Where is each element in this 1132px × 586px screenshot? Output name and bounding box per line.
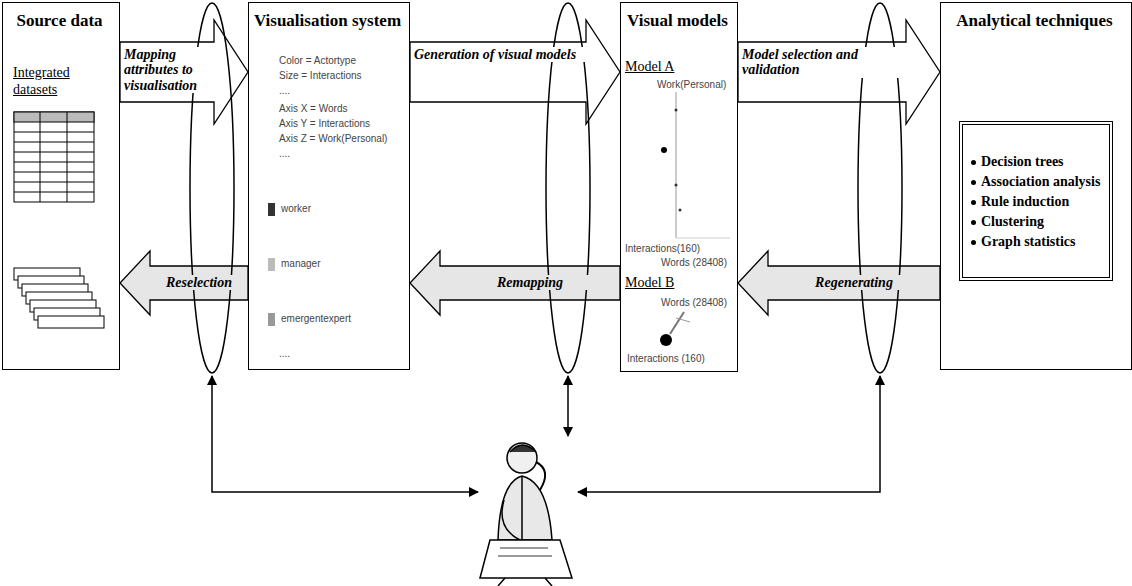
user-link bbox=[567, 376, 569, 436]
table-icon bbox=[14, 112, 94, 202]
arrow-label: Remapping bbox=[444, 275, 616, 290]
stage-text: Words (28408) bbox=[661, 297, 727, 308]
technique-list-box: Decision treesAssociation analysisRule i… bbox=[959, 121, 1113, 281]
stage-title: Visualisation system bbox=[249, 11, 406, 31]
stage-text: Words (28408) bbox=[661, 257, 727, 268]
scatter-plot bbox=[660, 312, 690, 346]
stage-text: Axis X = Words bbox=[279, 103, 347, 114]
user-link bbox=[578, 376, 880, 492]
user-link bbox=[212, 376, 478, 492]
technique-item: Rule induction bbox=[969, 194, 1103, 210]
technique-item: Graph statistics bbox=[969, 234, 1103, 250]
stage-text: Model A bbox=[625, 59, 674, 76]
stage-text: Interactions (160) bbox=[627, 353, 705, 364]
technique-item: Association analysis bbox=[969, 174, 1103, 190]
technique-item: Decision trees bbox=[969, 154, 1103, 170]
arrow-label: Generation of visual models bbox=[414, 47, 592, 62]
color-swatch bbox=[268, 258, 275, 271]
stage-text: Axis Y = Interactions bbox=[279, 118, 370, 129]
technique-item: Clustering bbox=[969, 214, 1103, 230]
stage-text: Size = Interactions bbox=[279, 70, 362, 81]
stage-text: .... bbox=[279, 148, 290, 159]
color-swatch bbox=[268, 203, 275, 216]
stage-box: Analytical techniquesDecision treesAssoc… bbox=[940, 2, 1132, 370]
stage-text: .... bbox=[279, 348, 290, 359]
stacked-files bbox=[14, 268, 104, 328]
arrow-label: Regenerating bbox=[772, 275, 936, 290]
stage-text: .... bbox=[279, 85, 290, 96]
stage-text: Integrated datasets bbox=[13, 65, 113, 99]
feedback-arrow bbox=[738, 251, 940, 315]
arrow-label: Reselection bbox=[154, 275, 244, 290]
stage-text: Axis Z = Work(Personal) bbox=[279, 133, 387, 144]
arrow-label: Mapping attributes to visualisation bbox=[124, 47, 220, 93]
scatter-plot bbox=[661, 92, 730, 238]
analyst-figure bbox=[480, 443, 572, 586]
stage-title: Analytical techniques bbox=[941, 11, 1128, 31]
stage-text: worker bbox=[281, 203, 311, 214]
stage-title: Source data bbox=[3, 11, 116, 31]
stage-box: Source dataIntegrated datasets bbox=[2, 2, 120, 370]
stage-text: emergentexpert bbox=[281, 313, 351, 324]
stage-box: Visualisation systemColor = ActortypeSiz… bbox=[248, 2, 410, 370]
stage-text: manager bbox=[281, 258, 320, 269]
forward-arrow bbox=[738, 20, 940, 124]
color-swatch bbox=[268, 313, 275, 326]
stage-title: Visual models bbox=[621, 11, 734, 31]
stage-text: Work(Personal) bbox=[657, 79, 726, 90]
arrow-label: Model selection and validation bbox=[742, 47, 912, 78]
stage-text: Interactions(160) bbox=[625, 243, 700, 254]
stage-box: Visual modelsModel A Work(Personal) Intera… bbox=[620, 2, 738, 372]
stage-text: Model B bbox=[625, 275, 674, 292]
stage-text: Color = Actortype bbox=[279, 55, 356, 66]
